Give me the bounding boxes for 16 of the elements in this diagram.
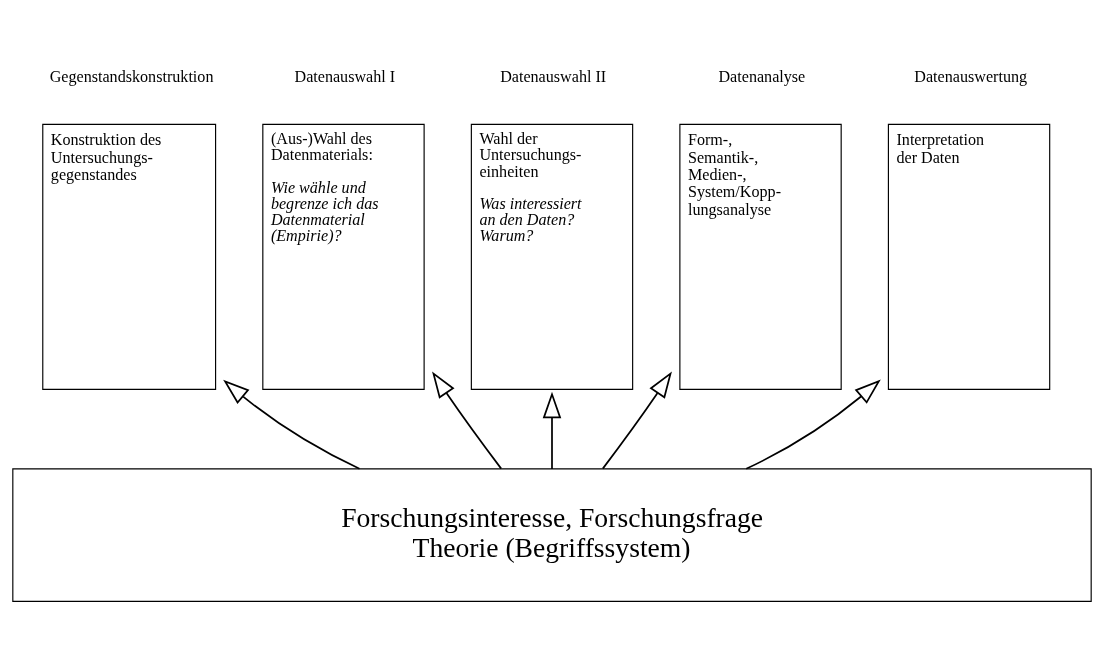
arrow <box>542 391 562 470</box>
node-box: Wahl der Untersuchungs- einheiten Was interessiert an den Daten? Warum? <box>470 123 634 390</box>
arrow <box>601 371 672 469</box>
node-label: Datenauswahl I <box>294 67 396 85</box>
node-box: Interpretation der Daten <box>887 123 1051 390</box>
node-box: (Aus-)Wahl des Datenmaterials: Wie wähle und begrenze ich das Datenmaterial (Empirie)? <box>262 123 425 390</box>
node-box: Forschungsinteresse, Forschungsfrage Theorie (Begriffssystem) <box>12 467 1092 602</box>
arrow <box>745 378 881 470</box>
arrow <box>432 371 503 469</box>
node-box: Form-, Semantik-, Medien-, System/Kopp- lungsanalyse <box>679 123 842 390</box>
node-label: Datenauswahl II <box>500 67 607 85</box>
node-label: Datenanalyse <box>718 67 806 85</box>
node-box: Konstruktion des Untersuchungs- gegenstandes <box>42 123 217 390</box>
node-label: Gegenstandskonstruktion <box>49 67 214 85</box>
node-label: Datenauswertung <box>914 67 1028 85</box>
arrow <box>223 379 361 470</box>
